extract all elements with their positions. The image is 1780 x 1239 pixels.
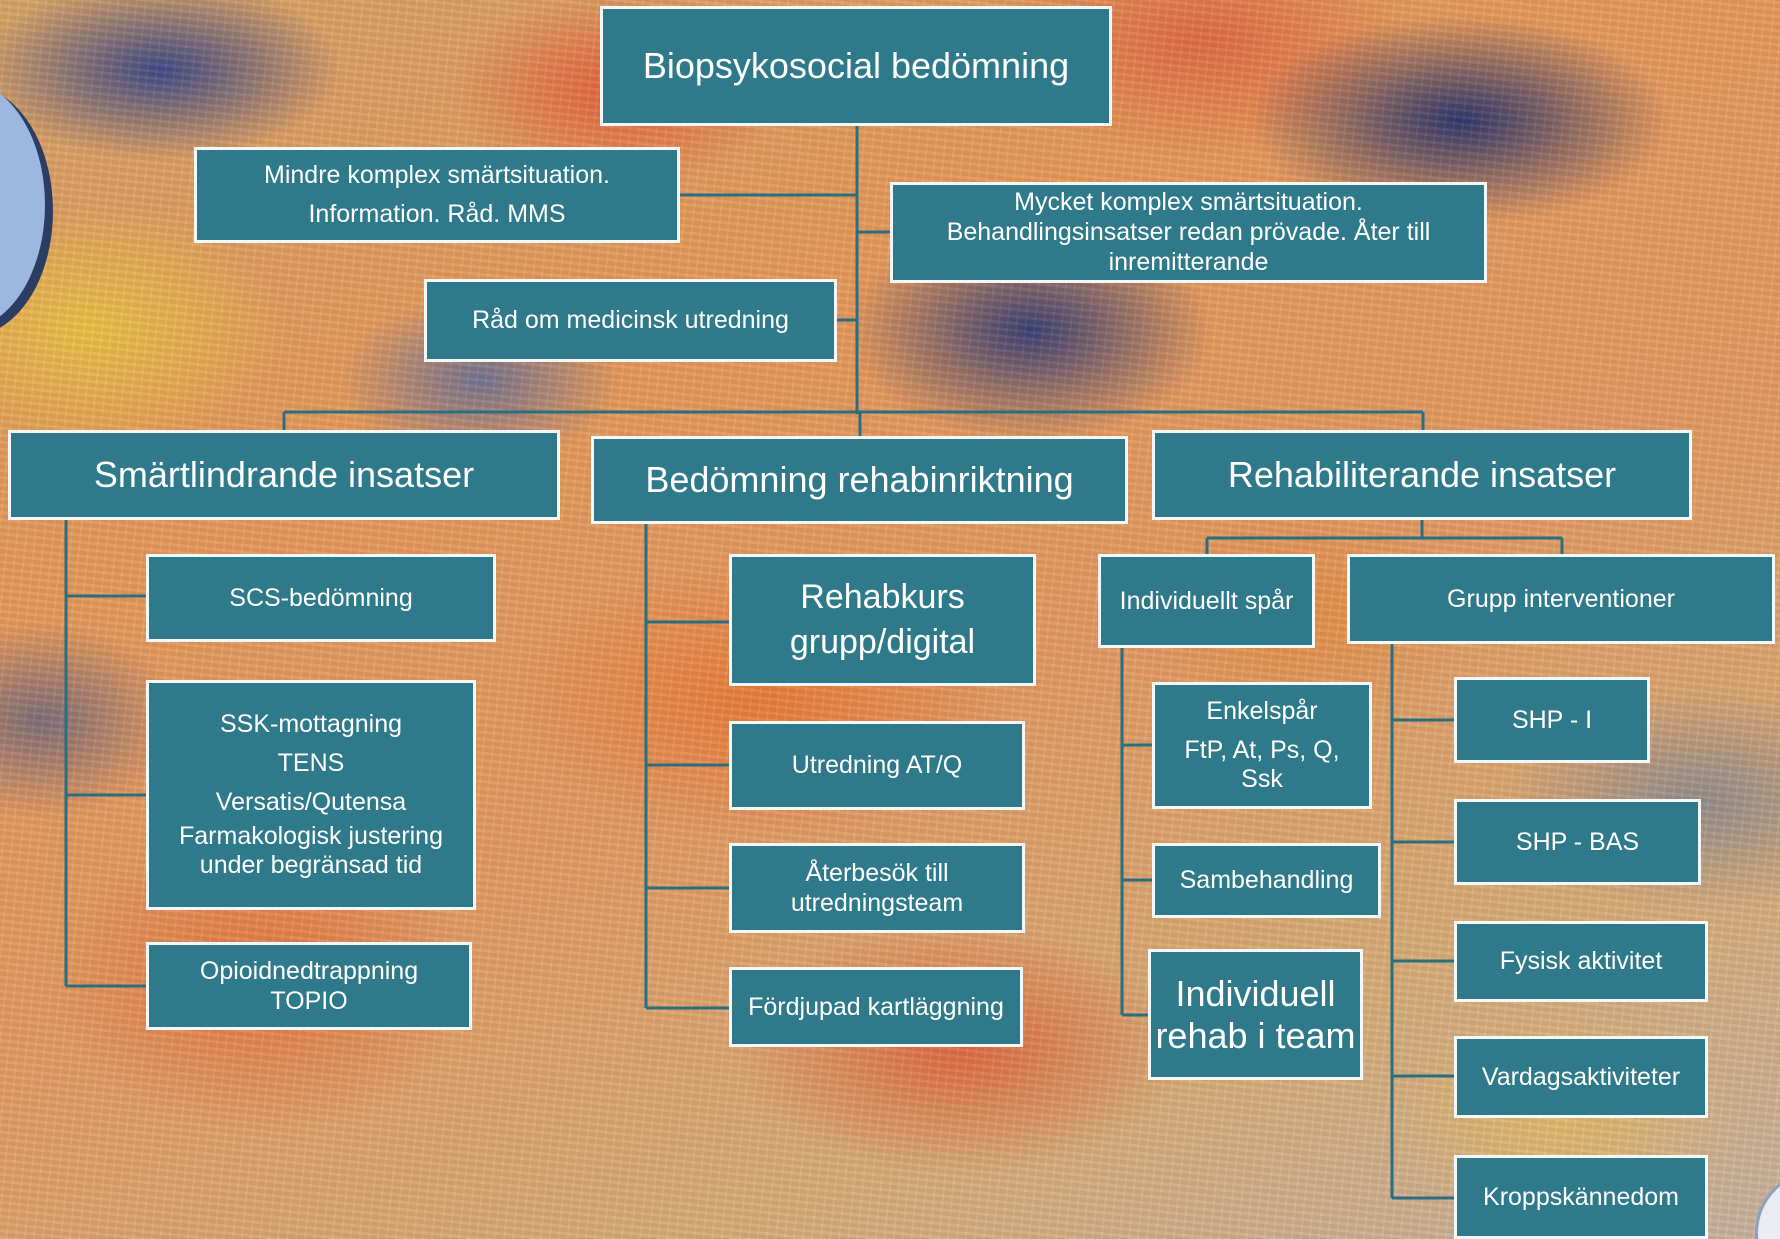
node-sambehandling: Sambehandling bbox=[1152, 843, 1381, 918]
node-root: Biopsykosocial bedömning bbox=[600, 6, 1112, 126]
node-smartlindrande: Smärtlindrande insatser bbox=[8, 430, 560, 520]
node-opioid-line-1: Opioidnedtrappning bbox=[199, 956, 419, 985]
node-enkelspar-line-3: Ssk bbox=[1241, 764, 1283, 793]
node-individuellt-label: Individuellt spår bbox=[1119, 586, 1294, 615]
node-individuell-team: Individuell rehab i team bbox=[1148, 949, 1363, 1080]
node-mindre-line-2: Information. Råd. MMS bbox=[308, 200, 566, 228]
node-enkelspar-line-1: Enkelspår bbox=[1206, 697, 1318, 726]
node-aterbesok: Återbesök till utredningsteam bbox=[729, 843, 1025, 933]
node-aterbesok-line-1: Återbesök till bbox=[805, 858, 949, 887]
node-utredning: Utredning AT/Q bbox=[729, 721, 1025, 810]
node-shp-i-label: SHP - I bbox=[1511, 705, 1593, 734]
node-mycket-line-1: Mycket komplex smärtsituation. bbox=[1014, 188, 1363, 217]
node-shp-bas-label: SHP - BAS bbox=[1515, 827, 1640, 856]
node-root-label: Biopsykosocial bedömning bbox=[642, 45, 1070, 87]
node-scs-label: SCS-bedömning bbox=[229, 583, 413, 612]
node-individuellt: Individuellt spår bbox=[1098, 554, 1315, 648]
node-aterbesok-line-2: utredningsteam bbox=[790, 888, 964, 917]
node-mindre-komplex: Mindre komplex smärtsituation. Informati… bbox=[194, 147, 680, 243]
node-rehabkurs-line-2: grupp/digital bbox=[789, 623, 976, 661]
node-kropp: Kroppskännedom bbox=[1454, 1155, 1708, 1239]
node-vardag-label: Vardagsaktiviteter bbox=[1481, 1062, 1681, 1091]
node-opioid: Opioidnedtrappning TOPIO bbox=[146, 942, 472, 1030]
node-kropp-label: Kroppskännedom bbox=[1483, 1182, 1679, 1211]
node-fordjupad: Fördjupad kartläggning bbox=[729, 967, 1023, 1047]
node-ssk-line-4: Farmakologisk justering bbox=[179, 822, 443, 851]
node-fysisk-label: Fysisk aktivitet bbox=[1499, 947, 1663, 976]
node-scs: SCS-bedömning bbox=[146, 554, 496, 642]
node-rehabiliterande-label: Rehabiliterande insatser bbox=[1227, 454, 1617, 496]
node-grupp: Grupp interventioner bbox=[1347, 554, 1775, 644]
node-shp-i: SHP - I bbox=[1454, 677, 1650, 763]
node-individuell-team-line-2: rehab i team bbox=[1155, 1014, 1356, 1056]
node-mindre-line-1: Mindre komplex smärtsituation. bbox=[264, 161, 610, 190]
node-vardag: Vardagsaktiviteter bbox=[1454, 1036, 1708, 1118]
node-rehabkurs-line-1: Rehabkurs bbox=[800, 577, 965, 616]
node-rehabkurs: Rehabkurs grupp/digital bbox=[729, 554, 1036, 686]
node-opioid-line-2: TOPIO bbox=[270, 986, 348, 1015]
node-fysisk: Fysisk aktivitet bbox=[1454, 921, 1708, 1002]
node-enkelspar-line-2: FtP, At, Ps, Q, bbox=[1184, 736, 1340, 765]
node-enkelspar: Enkelspår FtP, At, Ps, Q, Ssk bbox=[1152, 682, 1372, 809]
node-ssk-line-1: SSK-mottagning bbox=[219, 710, 403, 739]
node-utredning-label: Utredning AT/Q bbox=[791, 751, 963, 780]
node-ssk: SSK-mottagning TENS Versatis/Qutensa Far… bbox=[146, 680, 476, 910]
node-ssk-line-5: under begränsad tid bbox=[199, 851, 423, 880]
node-rad-label: Råd om medicinsk utredning bbox=[472, 306, 789, 335]
node-ssk-line-2: TENS bbox=[277, 748, 345, 777]
node-rad-medicinsk: Råd om medicinsk utredning bbox=[424, 279, 837, 362]
node-mycket-line-2: Behandlingsinsatser redan prövade. Åter … bbox=[946, 218, 1431, 247]
node-bedomning: Bedömning rehabinriktning bbox=[591, 436, 1128, 524]
node-fordjupad-label: Fördjupad kartläggning bbox=[748, 992, 1004, 1021]
node-mycket-line-3: inremitterande bbox=[1108, 247, 1269, 276]
node-bedomning-label: Bedömning rehabinriktning bbox=[645, 459, 1074, 501]
node-sambehandling-label: Sambehandling bbox=[1179, 866, 1354, 895]
node-ssk-line-3: Versatis/Qutensa bbox=[215, 787, 407, 816]
node-smartlindrande-label: Smärtlindrande insatser bbox=[93, 454, 475, 496]
node-mycket-komplex: Mycket komplex smärtsituation. Behandlin… bbox=[890, 182, 1487, 283]
node-rehabiliterande: Rehabiliterande insatser bbox=[1152, 430, 1692, 520]
node-shp-bas: SHP - BAS bbox=[1454, 799, 1701, 885]
node-grupp-label: Grupp interventioner bbox=[1447, 584, 1675, 613]
node-individuell-team-line-1: Individuell bbox=[1175, 973, 1336, 1015]
